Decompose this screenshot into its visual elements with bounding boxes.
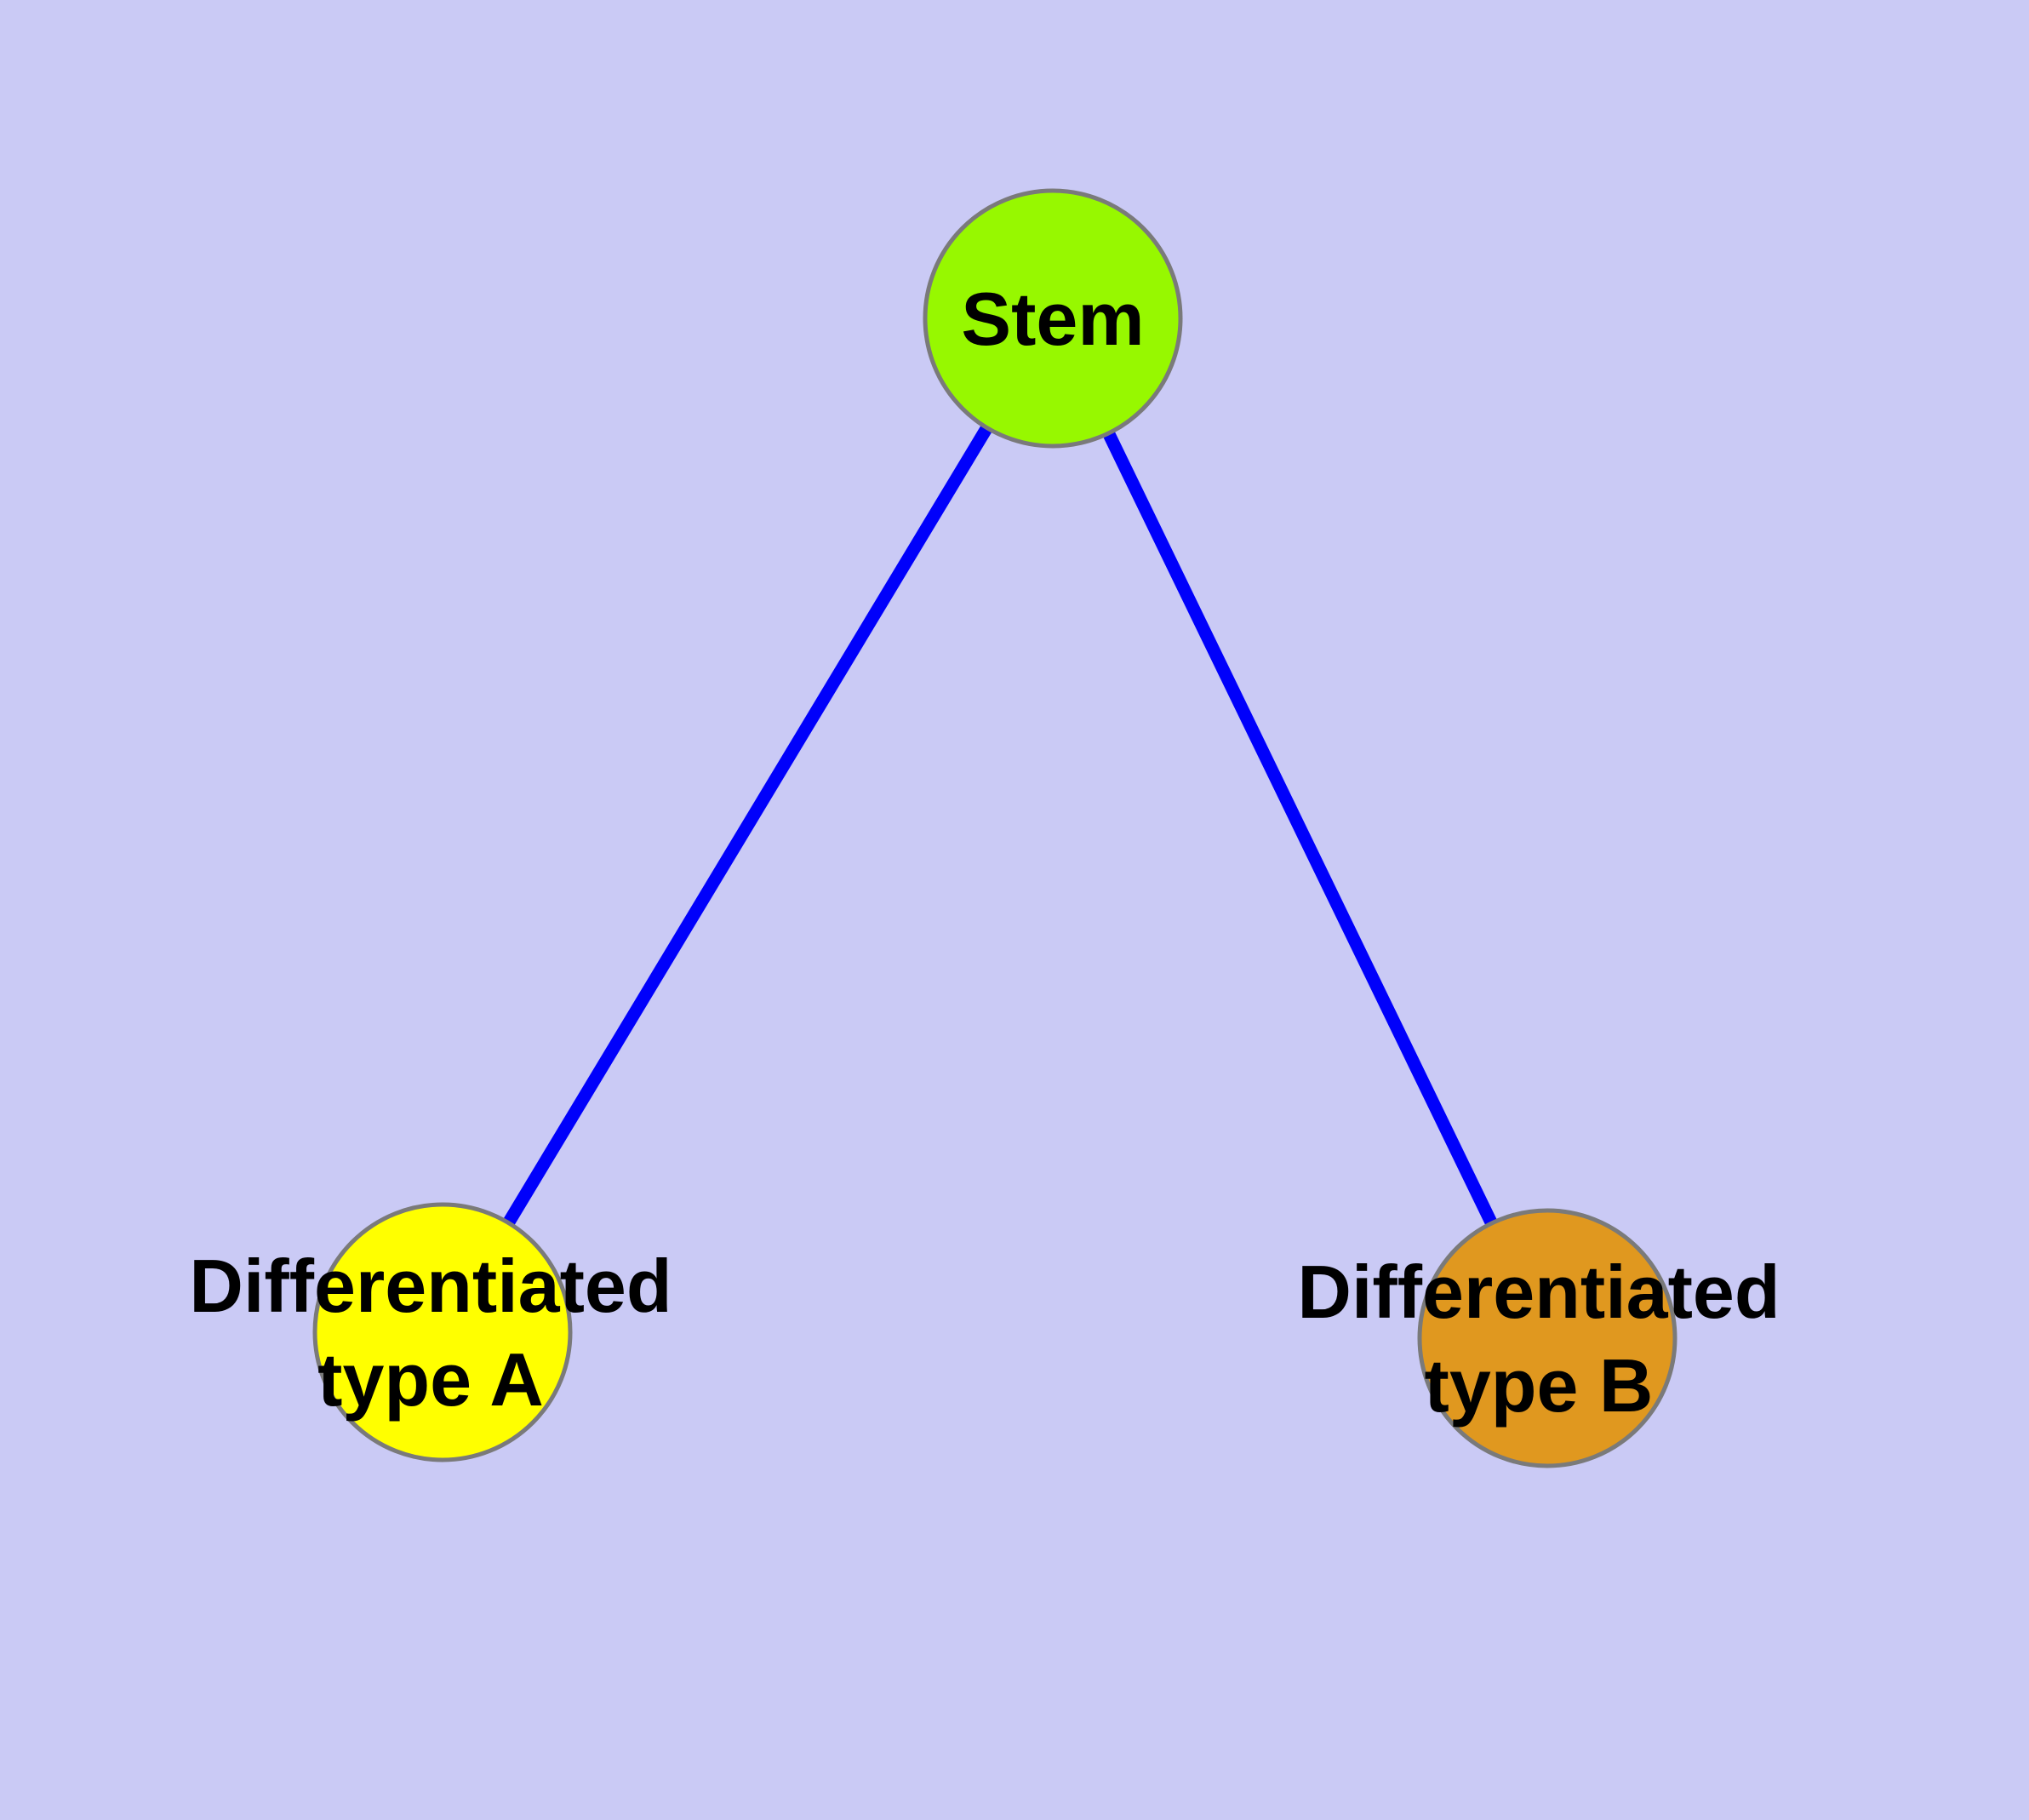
node-type-a-label-line1: Differentiated xyxy=(189,1244,672,1328)
node-differentiated-type-b xyxy=(1417,1208,1677,1468)
node-stem-label: Stem xyxy=(961,277,1144,361)
node-type-b-label-line2: type B xyxy=(1425,1343,1654,1428)
edge-stem-to-type-b xyxy=(1047,315,1553,1342)
node-differentiated-type-a xyxy=(312,1202,573,1462)
edge-stem-to-type-a xyxy=(437,315,1059,1336)
node-type-b-label-line1: Differentiated xyxy=(1297,1250,1780,1334)
node-stem xyxy=(923,188,1183,449)
node-type-a-label-line2: type A xyxy=(317,1337,544,1422)
